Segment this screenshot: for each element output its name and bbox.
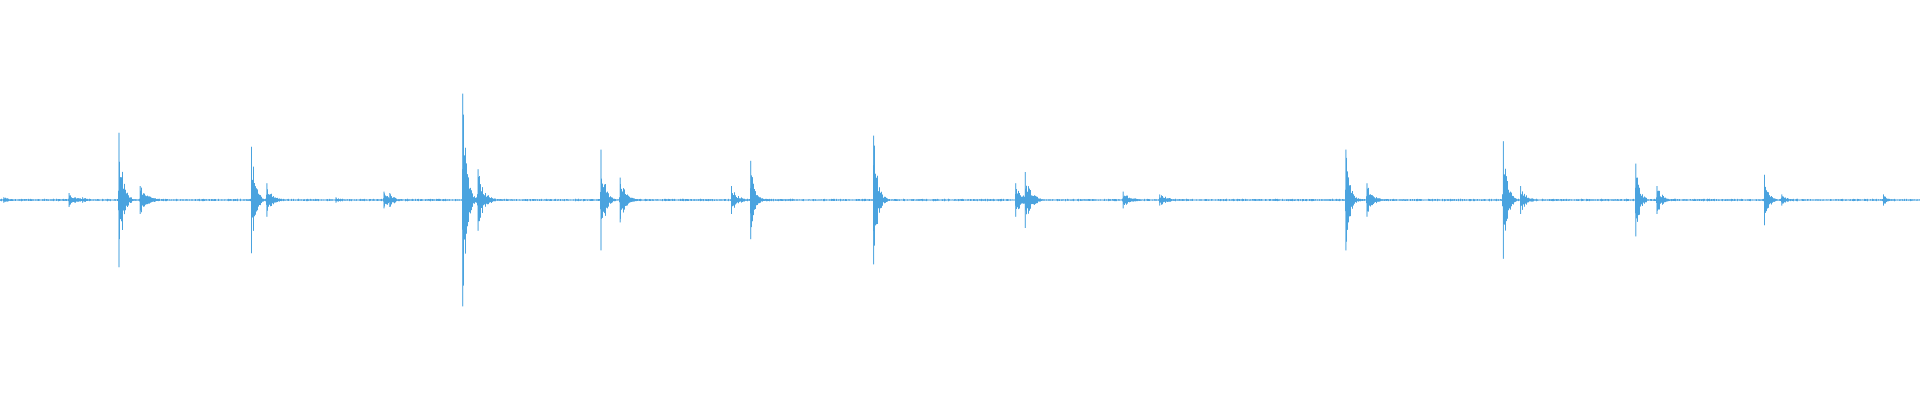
waveform-trace bbox=[0, 114, 1920, 286]
waveform-trace-group bbox=[0, 93, 1920, 307]
